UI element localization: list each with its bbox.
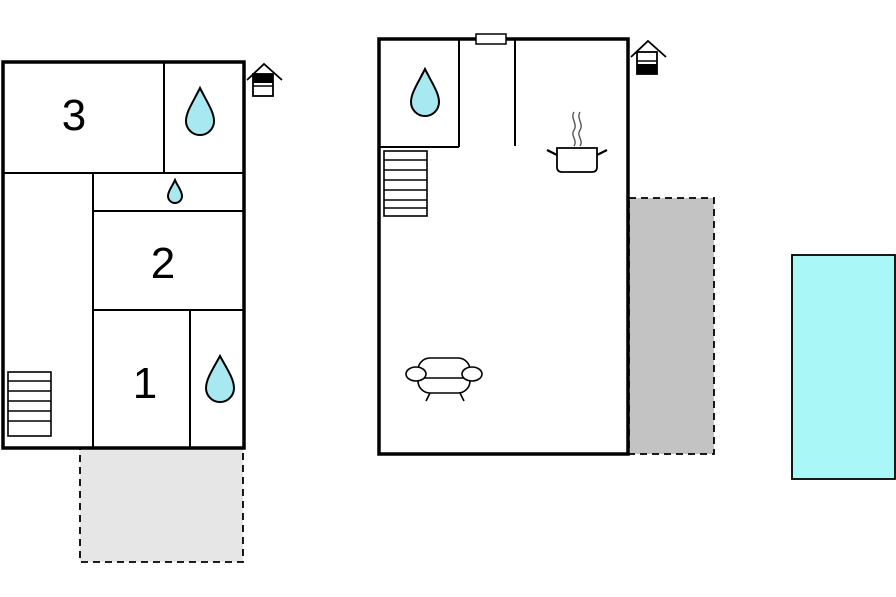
room-label-2: 2 [151, 239, 175, 288]
water-drop-icon [166, 177, 184, 204]
window [475, 33, 507, 45]
pool [791, 254, 896, 480]
house-entrance-icon [630, 39, 667, 75]
floor-left: 3 2 1 [1, 60, 283, 563]
water-drop-icon [184, 85, 216, 136]
room-label-3: 3 [62, 91, 86, 140]
outer-wall-left [1, 60, 246, 450]
room-label-1: 1 [133, 359, 157, 408]
staircase-icon [7, 371, 52, 437]
sofa-icon [405, 357, 483, 402]
terrace-middle [628, 197, 715, 455]
water-drop-icon [409, 66, 441, 117]
floor-middle [377, 33, 715, 456]
house-entrance-icon [246, 62, 283, 97]
cooking-pot-icon [546, 111, 608, 173]
staircase-icon [383, 150, 428, 217]
terrace-left [79, 447, 244, 563]
water-drop-icon [204, 353, 236, 403]
